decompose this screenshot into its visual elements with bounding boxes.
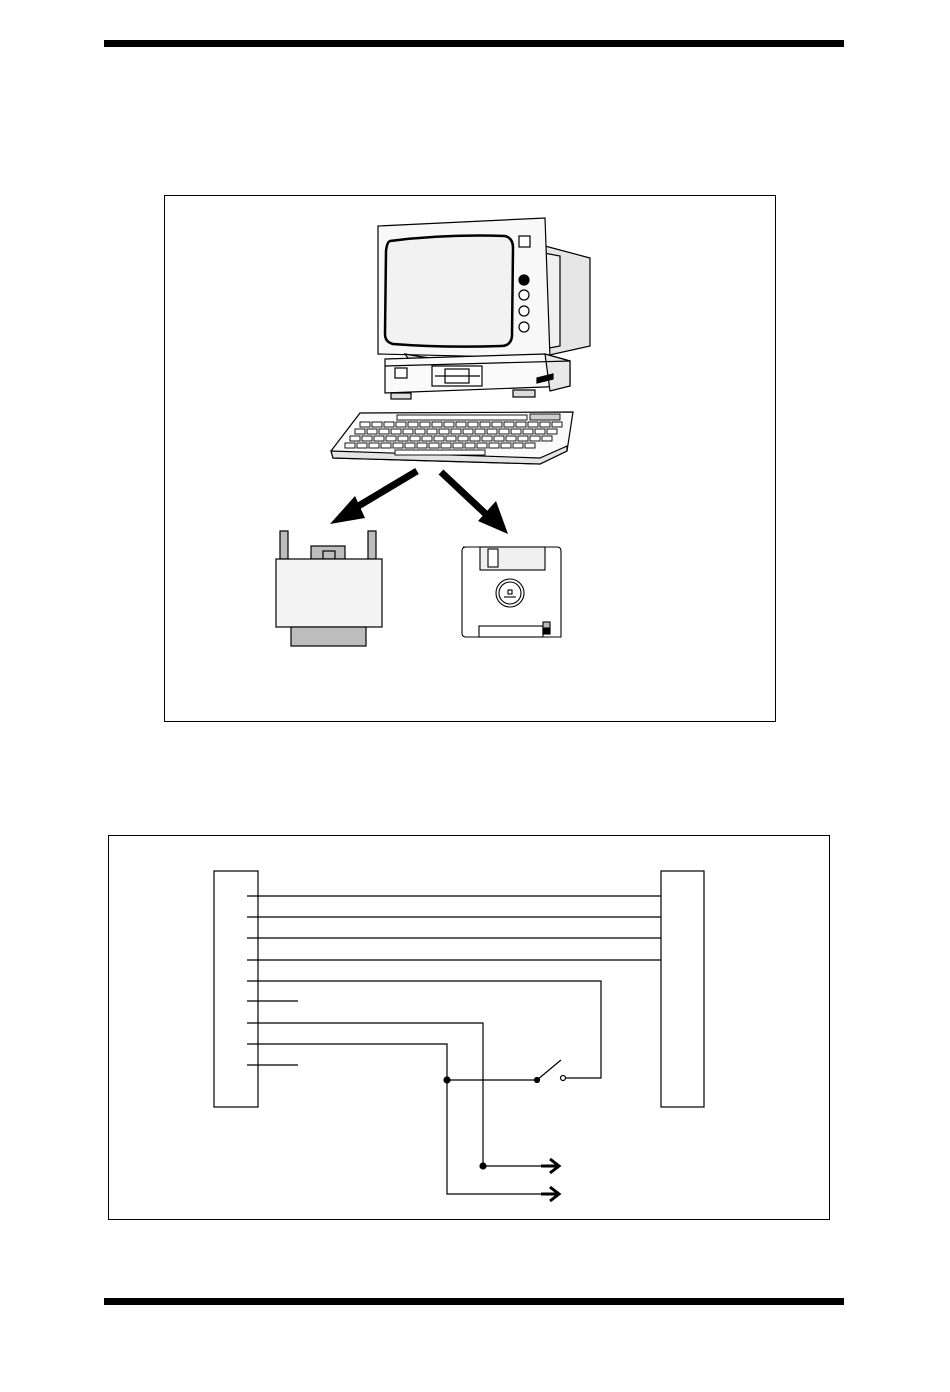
keyboard-key <box>499 429 509 434</box>
keyboard-key <box>379 429 389 434</box>
keyboard-key <box>523 429 533 434</box>
wire-8 <box>247 1044 541 1194</box>
bottom-rule <box>104 1298 844 1305</box>
keyboard-key <box>463 429 473 434</box>
keyboard-key <box>403 429 413 434</box>
keyboard-key <box>470 436 480 441</box>
keyboard-key <box>542 436 552 441</box>
keyboard-key <box>513 443 523 448</box>
keyboard-key <box>453 443 463 448</box>
keyboard-key <box>480 422 490 427</box>
keyboard-key <box>427 429 437 434</box>
keyboard-key <box>420 422 430 427</box>
keyboard-key <box>415 429 425 434</box>
keyboard-key <box>362 436 372 441</box>
keyboard-key <box>552 422 562 427</box>
keyboard-key <box>384 422 394 427</box>
keyboard-key <box>506 436 516 441</box>
keyboard-key <box>465 443 475 448</box>
arrows <box>330 471 508 534</box>
left-connector <box>214 871 258 1107</box>
keyboard-key <box>374 436 384 441</box>
computer-illustration-figure <box>164 195 776 722</box>
keyboard-key <box>475 429 485 434</box>
desktop-computer-icon <box>378 218 590 399</box>
keyboard-key <box>458 436 468 441</box>
junction-dot <box>444 1077 450 1083</box>
keyboard-key <box>386 436 396 441</box>
keyboard-key <box>391 429 401 434</box>
keyboard-key <box>345 443 355 448</box>
keyboard-key <box>451 429 461 434</box>
keyboard-key <box>398 436 408 441</box>
keyboard-key <box>350 436 360 441</box>
keyboard-key <box>434 436 444 441</box>
keyboard-key <box>381 443 391 448</box>
switch-icon <box>535 1060 566 1083</box>
wiring-diagram-figure <box>108 835 830 1220</box>
keyboard-key <box>528 422 538 427</box>
keyboard-key <box>511 429 521 434</box>
keyboard-key <box>441 443 451 448</box>
keyboard-key <box>439 429 449 434</box>
keyboard-key <box>367 429 377 434</box>
keyboard-key <box>547 429 557 434</box>
junction-dot <box>480 1163 486 1169</box>
output-arrow-icon <box>541 1187 559 1201</box>
right-connector <box>661 871 704 1107</box>
keyboard-key <box>355 429 365 434</box>
output-arrow-icon <box>541 1159 559 1173</box>
keyboard-key <box>504 422 514 427</box>
keyboard-key <box>429 443 439 448</box>
keyboard-key <box>360 422 370 427</box>
keyboard-key <box>535 429 545 434</box>
keyboard-key <box>501 443 511 448</box>
arrow-to-adapter-icon <box>330 471 417 524</box>
keyboard-key <box>516 422 526 427</box>
keyboard-icon <box>331 412 573 464</box>
keyboard-key <box>468 422 478 427</box>
keyboard-key <box>540 422 550 427</box>
computer-illustration <box>165 196 777 723</box>
arrow-to-floppy-icon <box>441 472 508 534</box>
keyboard-spacebar <box>395 450 485 455</box>
keyboard-key <box>456 422 466 427</box>
keyboard-key <box>487 429 497 434</box>
keyboard-key <box>446 436 456 441</box>
keyboard-key <box>492 422 502 427</box>
keyboard-key <box>393 443 403 448</box>
keyboard-key <box>410 436 420 441</box>
keyboard-key <box>396 422 406 427</box>
wire-5 <box>247 981 601 1078</box>
keyboard-key <box>417 443 427 448</box>
keyboard-key <box>482 436 492 441</box>
keyboard-key <box>489 443 499 448</box>
keyboard-key <box>444 422 454 427</box>
keyboard-key <box>494 436 504 441</box>
keyboard-key <box>357 443 367 448</box>
keyboard-key <box>525 443 535 448</box>
keyboard-key <box>422 436 432 441</box>
floppy-disk-icon <box>462 547 561 637</box>
keyboard-key <box>530 436 540 441</box>
keyboard-key <box>518 436 528 441</box>
keyboard-key <box>408 422 418 427</box>
keyboard-key <box>369 443 379 448</box>
keyboard-key <box>477 443 487 448</box>
serial-adapter-icon <box>276 531 382 646</box>
keyboard-key <box>372 422 382 427</box>
keyboard-key <box>432 422 442 427</box>
top-rule <box>104 40 844 47</box>
wiring-diagram <box>109 836 831 1221</box>
keyboard-key <box>405 443 415 448</box>
